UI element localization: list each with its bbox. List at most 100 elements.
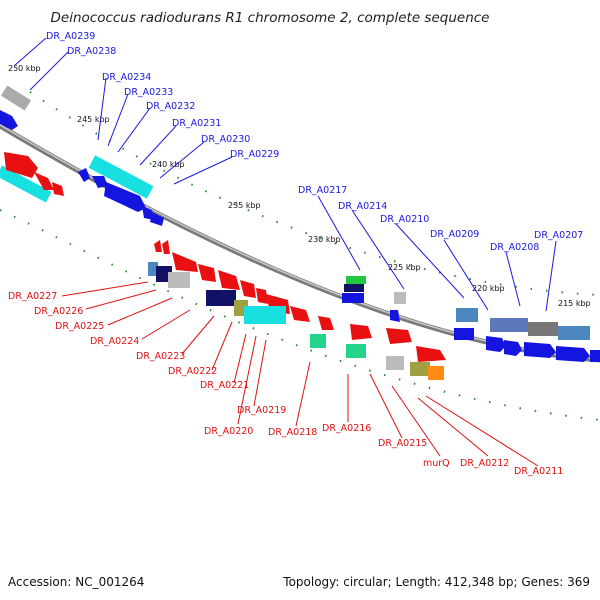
gene-feature xyxy=(0,85,32,111)
leader-line xyxy=(173,156,233,185)
gene-feature xyxy=(524,342,556,358)
gene-label[interactable]: DR_A0211 xyxy=(514,466,563,477)
gene-feature xyxy=(88,155,154,199)
gene-feature xyxy=(172,252,198,272)
topology-summary: Topology: circular; Length: 412,348 bp; … xyxy=(283,575,590,589)
leader-line xyxy=(211,321,233,371)
leader-line xyxy=(395,223,465,299)
gene-feature xyxy=(410,362,430,376)
leader-line xyxy=(545,240,557,312)
leader-line xyxy=(29,51,69,91)
gene-feature xyxy=(344,284,364,292)
scale-label: 220 kbp xyxy=(472,284,505,293)
gene-label[interactable]: DR_A0226 xyxy=(34,306,83,317)
gene-label[interactable]: DR_A0222 xyxy=(168,366,217,377)
leader-line xyxy=(253,339,267,407)
leader-line xyxy=(85,289,157,310)
gene-feature xyxy=(244,306,286,324)
gene-feature xyxy=(394,292,406,304)
gene-label[interactable]: DR_A0210 xyxy=(380,214,429,225)
forward-leader-lines xyxy=(13,37,557,312)
leader-line xyxy=(61,281,149,297)
gene-feature xyxy=(168,272,190,288)
gene-label[interactable]: DR_A0227 xyxy=(8,291,57,302)
tick-ring-inner xyxy=(0,209,600,421)
gene-feature xyxy=(92,176,108,188)
gene-feature xyxy=(504,340,522,356)
gene-label[interactable]: DR_A0219 xyxy=(237,405,286,416)
gene-label[interactable]: DR_A0229 xyxy=(230,149,279,160)
gene-feature xyxy=(428,366,444,380)
scale-label: 215 kbp xyxy=(558,299,591,308)
leader-line xyxy=(505,251,521,307)
gene-label[interactable]: DR_A0212 xyxy=(460,458,509,469)
gene-label[interactable]: murQ xyxy=(423,458,450,469)
leader-line xyxy=(159,141,205,179)
reverse-gene-labels: DR_A0227 DR_A0226 DR_A0225 DR_A0224 DR_A… xyxy=(8,291,563,477)
leader-line xyxy=(237,335,257,425)
accession-label: Accession: NC_001264 xyxy=(8,575,145,589)
gene-label[interactable]: DR_A0207 xyxy=(534,230,583,241)
gene-label[interactable]: DR_A0215 xyxy=(378,438,427,449)
leader-line xyxy=(391,385,441,457)
gene-label[interactable]: DR_A0214 xyxy=(338,201,387,212)
gene-label[interactable]: DR_A0217 xyxy=(298,185,347,196)
gene-label[interactable]: DR_A0225 xyxy=(55,321,104,332)
gene-feature xyxy=(240,280,256,298)
tick-ring-outer xyxy=(29,91,600,296)
leader-line xyxy=(181,315,215,355)
leader-line xyxy=(417,397,489,457)
leader-line xyxy=(97,77,107,141)
gene-label[interactable]: DR_A0231 xyxy=(172,118,221,129)
leader-line xyxy=(351,209,405,290)
scale-label: 230 kbp xyxy=(308,235,341,244)
scale-label: 250 kbp xyxy=(8,64,41,73)
gene-feature xyxy=(52,182,64,196)
gene-label[interactable]: DR_A0234 xyxy=(102,72,151,83)
forward-gene-labels: DR_A0239 DR_A0238 DR_A0234 DR_A0233 DR_A… xyxy=(46,31,583,253)
gene-feature xyxy=(350,324,372,340)
gene-feature xyxy=(386,328,412,344)
gene-feature xyxy=(346,276,366,284)
gene-feature xyxy=(162,240,170,254)
leader-line xyxy=(317,195,361,271)
leader-line xyxy=(139,125,177,166)
gene-label[interactable]: DR_A0238 xyxy=(67,46,116,57)
gene-feature xyxy=(456,308,478,322)
gene-feature xyxy=(318,316,334,330)
gene-label[interactable]: DR_A0216 xyxy=(322,423,371,434)
gene-feature xyxy=(148,262,158,276)
leader-line xyxy=(295,361,311,427)
gene-label[interactable]: DR_A0239 xyxy=(46,31,95,42)
leader-line xyxy=(13,37,47,67)
gene-label[interactable]: DR_A0232 xyxy=(146,101,195,112)
forward-strand-genes xyxy=(0,85,600,362)
leader-line xyxy=(107,297,173,326)
gene-feature xyxy=(558,326,590,340)
leader-line xyxy=(233,333,247,384)
scale-label: 240 kbp xyxy=(152,160,185,169)
gene-label[interactable]: DR_A0220 xyxy=(204,426,253,437)
gene-label[interactable]: DR_A0221 xyxy=(200,380,249,391)
leader-line xyxy=(117,107,151,153)
gene-feature xyxy=(528,322,558,336)
gene-feature xyxy=(386,356,404,370)
gene-feature xyxy=(0,110,18,130)
leader-line xyxy=(141,309,191,340)
gene-label[interactable]: DR_A0223 xyxy=(136,351,185,362)
gene-label[interactable]: DR_A0209 xyxy=(430,229,479,240)
gene-feature xyxy=(454,328,474,340)
leader-line xyxy=(369,373,403,439)
gene-label[interactable]: DR_A0230 xyxy=(201,134,250,145)
gene-label[interactable]: DR_A0224 xyxy=(90,336,139,347)
gene-label[interactable]: DR_A0233 xyxy=(124,87,173,98)
gene-feature xyxy=(342,293,364,303)
gene-feature xyxy=(416,346,446,362)
gene-feature xyxy=(390,310,400,322)
gene-label[interactable]: DR_A0208 xyxy=(490,242,539,253)
gene-feature xyxy=(142,206,154,220)
gene-feature xyxy=(290,306,310,322)
reverse-strand-genes xyxy=(4,152,446,380)
gene-label[interactable]: DR_A0218 xyxy=(268,427,317,438)
